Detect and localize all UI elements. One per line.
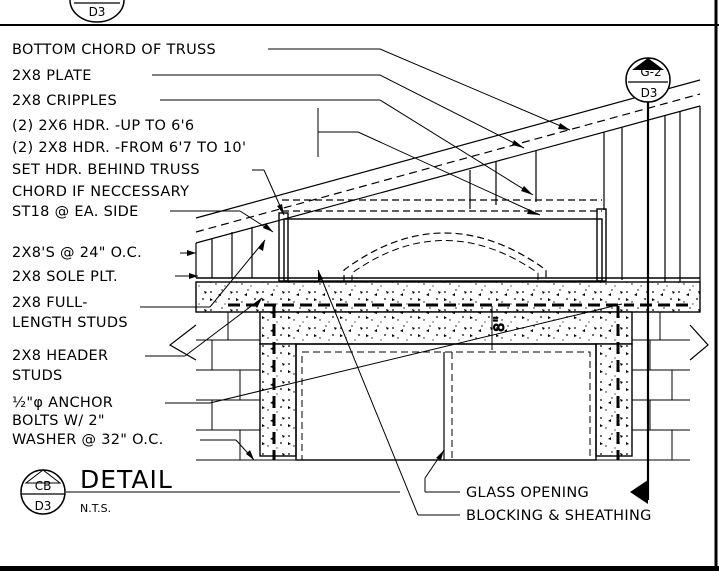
callout-set-header-2: CHORD IF NECCESSARY xyxy=(12,184,189,200)
section-marker-bottom: D3 xyxy=(641,86,658,100)
header-dimension: 8" xyxy=(484,306,509,350)
concrete-sill xyxy=(195,281,701,460)
leader-lines xyxy=(130,48,623,516)
section-marker-top: G-2 xyxy=(640,65,661,79)
callout-full-studs-2: LENGTH STUDS xyxy=(12,315,128,331)
callout-cripples: 2X8 CRIPPLES xyxy=(12,93,117,109)
callout-st18: ST18 @ EA. SIDE xyxy=(12,204,139,220)
callout-header-size-2: (2) 2X8 HDR. -FROM 6'7 TO 10' xyxy=(12,140,246,156)
top-bubble-sheet: D3 xyxy=(89,5,106,19)
top-reference-bubble: D3 xyxy=(69,0,125,23)
callout-labels: BOTTOM CHORD OF TRUSS 2X8 PLATE 2X8 CRIP… xyxy=(12,42,652,524)
callout-studs-oc: 2X8'S @ 24" O.C. xyxy=(12,245,142,261)
callout-full-studs-1: 2X8 FULL- xyxy=(12,295,88,311)
callout-set-header-1: SET HDR. BEHIND TRUSS xyxy=(12,162,200,178)
detail-title-block: CB D3 DETAIL N.T.S. xyxy=(20,465,173,515)
callout-bottom-chord: BOTTOM CHORD OF TRUSS xyxy=(12,42,216,58)
title-bubble-sheet: D3 xyxy=(35,499,52,513)
leader-arrowheads xyxy=(187,123,570,460)
callout-plate: 2X8 PLATE xyxy=(12,68,92,84)
callout-header-studs-2: STUDS xyxy=(12,368,63,384)
detail-scale: N.T.S. xyxy=(80,502,111,515)
callout-blocking: BLOCKING & SHEATHING xyxy=(466,508,652,524)
callout-anchor-3: WASHER @ 32" O.C. xyxy=(12,432,164,448)
truss-framing xyxy=(195,79,701,282)
callout-header-studs-1: 2X8 HEADER xyxy=(12,348,108,364)
dimension-text: 8" xyxy=(492,316,508,333)
title-bubble-detail: CB xyxy=(35,479,52,493)
callout-glass-opening: GLASS OPENING xyxy=(466,485,589,501)
callout-header-size-1: (2) 2X6 HDR. -UP TO 6'6 xyxy=(12,118,194,134)
callout-anchor-1: ½"φ ANCHOR xyxy=(12,395,113,411)
detail-title: DETAIL xyxy=(80,465,173,494)
callout-anchor-2: BOLTS W/ 2" xyxy=(12,413,105,429)
section-cut-marker: G-2 D3 xyxy=(625,57,671,504)
callout-sole-plate: 2X8 SOLE PLT. xyxy=(12,269,118,285)
glass-opening xyxy=(295,343,597,461)
wall-header xyxy=(278,199,607,282)
